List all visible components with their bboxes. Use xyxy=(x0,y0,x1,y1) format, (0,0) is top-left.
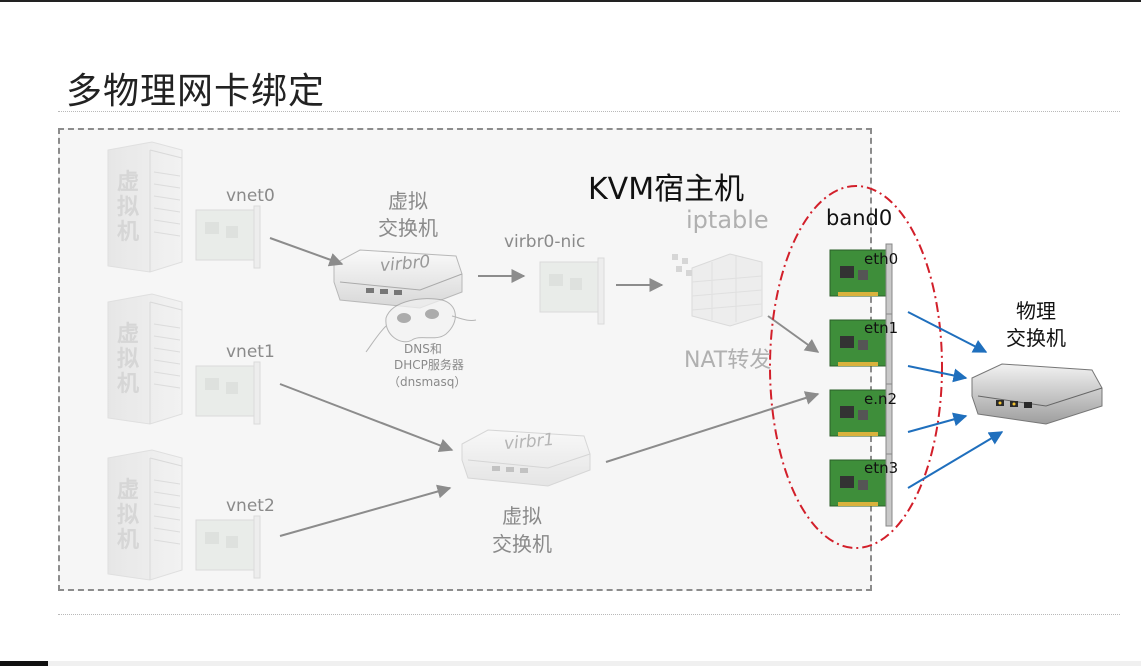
kvm-host-boundary xyxy=(58,128,872,591)
arrow-virbr1-to-bond xyxy=(605,391,820,463)
vm-server-icon xyxy=(107,141,183,273)
uplink-arrow-eth2 xyxy=(907,412,968,433)
virtual-switch-bottom-label: 虚拟 交换机 xyxy=(492,504,552,556)
arrow-iptable-to-bond xyxy=(767,315,820,353)
vnet0-label: vnet0 xyxy=(226,186,275,206)
uplink-arrow-eth1 xyxy=(907,365,968,383)
dnsmasq-mask-icon xyxy=(365,298,477,353)
footer-divider xyxy=(58,614,1120,615)
vnet-card-icon xyxy=(195,515,261,579)
vm-server-icon xyxy=(107,293,183,425)
eth1-label: etn1 xyxy=(864,319,899,337)
virbr1-switch-icon xyxy=(461,429,591,487)
eth0-label: eth0 xyxy=(864,250,899,268)
bottom-bar xyxy=(0,661,1141,666)
vm-label: 虚拟机 xyxy=(116,478,139,553)
vnet2-label: vnet2 xyxy=(226,496,275,516)
eth1-card-icon xyxy=(829,313,893,387)
physical-switch-label: 物理 交换机 xyxy=(1006,299,1066,350)
vm-server-icon xyxy=(107,449,183,581)
top-border xyxy=(0,0,1141,2)
eth2-label: e.n2 xyxy=(864,390,898,408)
firewall-icon xyxy=(672,253,763,327)
title-divider xyxy=(58,111,1120,112)
dnsmasq-line2: DHCP服务器 xyxy=(394,358,464,372)
nat-label: NAT转发 xyxy=(684,348,772,373)
bond-outline xyxy=(769,185,943,549)
eth3-card-icon xyxy=(829,453,893,527)
eth3-label: etn3 xyxy=(864,459,899,477)
uplink-arrow-eth3 xyxy=(907,431,1004,489)
physical-switch-icon xyxy=(971,363,1103,425)
dnsmasq-line3: （dnsmasq） xyxy=(388,375,467,389)
virbr0-switch-icon xyxy=(333,249,463,309)
slide-title: 多物理网卡绑定 xyxy=(66,71,326,112)
eth0-card-icon xyxy=(829,243,893,317)
uplink-arrow-eth0 xyxy=(907,311,988,353)
dnsmasq-line1: DNS和 xyxy=(404,342,442,356)
virbr0-nic-label: virbr0-nic xyxy=(504,232,586,252)
vm-label: 虚拟机 xyxy=(116,170,139,245)
arrow-vnet1-to-virbr1 xyxy=(279,383,454,453)
vnet-card-icon xyxy=(195,361,261,425)
arrow-vnet2-to-virbr1 xyxy=(279,484,452,537)
kvm-host-label: KVM宿主机 xyxy=(588,172,745,207)
virbr0-nic-card-icon xyxy=(539,257,605,325)
vnet-card-icon xyxy=(195,205,261,269)
iptable-label: iptable xyxy=(686,206,769,234)
virtual-switch-top-label: 虚拟 交换机 xyxy=(378,189,438,240)
vm-label: 虚拟机 xyxy=(116,322,139,397)
bond-label: band0 xyxy=(826,206,893,230)
arrow-vnet0-to-virbr0 xyxy=(269,237,344,267)
eth2-card-icon xyxy=(829,383,893,457)
vnet1-label: vnet1 xyxy=(226,342,275,362)
